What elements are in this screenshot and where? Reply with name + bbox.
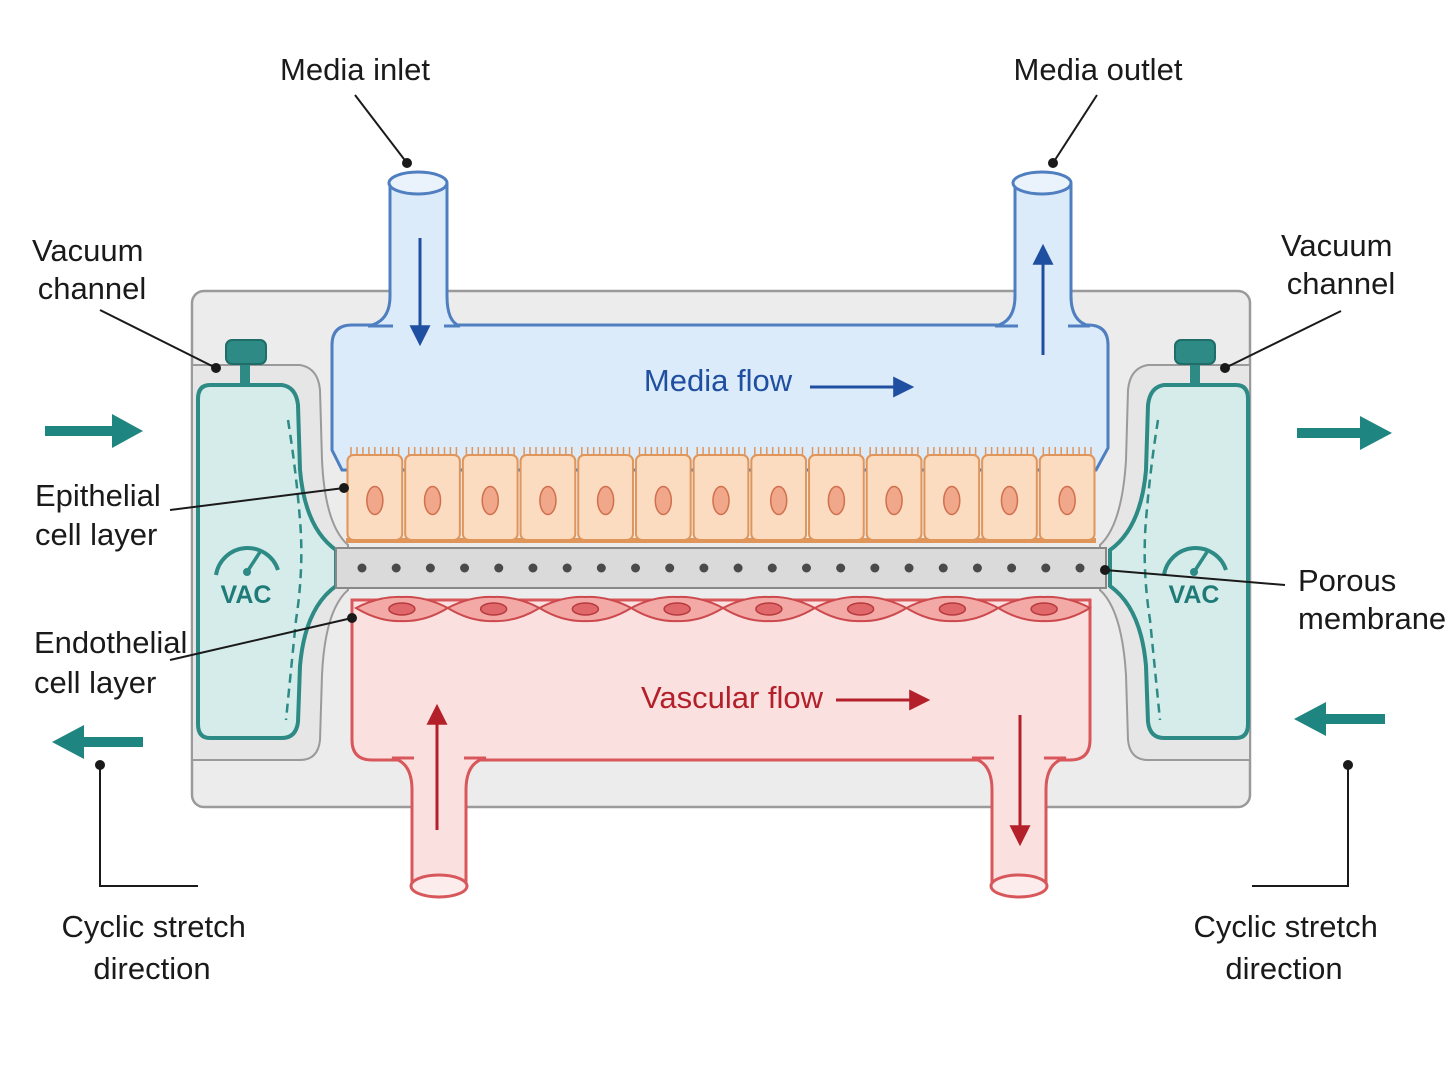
membrane-pore — [528, 563, 538, 573]
epithelial-cell — [923, 447, 981, 541]
vacuum-channel-right-label: Vacuum channel — [1281, 228, 1401, 301]
left-vacuum-port-icon — [225, 339, 267, 365]
epithelial-cell — [461, 447, 519, 541]
endothelial-cell — [720, 595, 817, 623]
membrane-pore — [870, 563, 880, 573]
media-outlet-label: Media outlet — [1014, 52, 1183, 87]
right-vacuum-port-icon — [1174, 339, 1216, 365]
epithelial-cell — [346, 447, 404, 541]
vacuum-channel-left-label: Vacuum channel — [32, 233, 152, 306]
epithelial-cell — [1038, 447, 1096, 541]
stretch-arrow-top-left — [45, 414, 143, 448]
media-outlet-opening — [1011, 170, 1073, 196]
membrane-pore — [357, 563, 367, 573]
left-vacuum-gauge-icon — [214, 546, 280, 576]
media-inlet-tube — [367, 183, 461, 328]
membrane-pore — [460, 563, 470, 573]
stretch-arrow-bottom-left — [52, 725, 143, 759]
epithelial-cell — [519, 447, 577, 541]
right-chamber-wall-dashed — [1143, 419, 1162, 721]
epithelial-cell — [808, 447, 865, 541]
left-vacuum-chamber — [196, 383, 338, 740]
right-vacuum-neck — [1190, 360, 1200, 387]
membrane-pore — [733, 563, 743, 573]
endothelial-cell-layer — [353, 595, 1093, 623]
membrane-pore — [665, 563, 675, 573]
left-vacuum-neck — [240, 360, 250, 387]
right-vacuum-chamber — [1108, 383, 1250, 740]
stretch-arrow-bottom-right — [1294, 702, 1385, 736]
media-inlet-opening — [387, 170, 449, 196]
endothelial-layer-label: Endothelial cell layer — [34, 625, 196, 700]
membrane-pore — [425, 563, 435, 573]
epithelial-cell — [692, 447, 750, 541]
epithelial-cell — [750, 447, 808, 541]
vascular-inlet-opening — [409, 873, 469, 899]
left-chamber-wall-dashed — [284, 419, 303, 721]
membrane-pore — [1041, 563, 1051, 573]
epithelial-cell — [865, 447, 923, 541]
membrane-pore — [699, 563, 709, 573]
left-vac-label: VAC — [221, 581, 272, 609]
membrane-pore — [972, 563, 982, 573]
vascular-flow-label: Vascular flow — [641, 680, 824, 715]
cyclic-stretch-left-label: Cyclic stretch direction — [62, 909, 255, 986]
porous-membrane-label: Porous membrane — [1298, 563, 1446, 636]
endothelial-cell — [445, 595, 542, 623]
membrane-pore — [836, 563, 846, 573]
vascular-outlet-opening — [989, 873, 1049, 899]
membrane-pore — [494, 563, 504, 573]
leader-lines — [95, 94, 1353, 887]
membrane-pore — [562, 563, 572, 573]
membrane-pore — [631, 563, 641, 573]
epithelial-cell — [634, 447, 692, 541]
epithelial-cell — [981, 447, 1038, 541]
media-inlet-label: Media inlet — [280, 52, 430, 87]
membrane-pore — [904, 563, 914, 573]
endothelial-cell — [904, 595, 1001, 623]
membrane-pore — [1007, 563, 1017, 573]
stretch-arrow-top-right — [1297, 416, 1392, 450]
right-vac-label: VAC — [1169, 581, 1220, 609]
media-channel — [330, 323, 1110, 472]
membrane-pore — [1075, 563, 1085, 573]
membrane-pore — [801, 563, 811, 573]
membrane-pore — [938, 563, 948, 573]
media-flow-label: Media flow — [644, 363, 793, 398]
membrane-pore — [596, 563, 606, 573]
porous-membrane — [335, 547, 1107, 589]
endothelial-cell — [996, 595, 1093, 623]
epithelial-cell — [577, 447, 634, 541]
epithelial-cell — [404, 447, 461, 541]
membrane-pore — [391, 563, 401, 573]
right-vacuum-gauge-icon — [1162, 546, 1228, 576]
membrane-pores — [357, 563, 1085, 573]
vascular-channel — [350, 598, 1092, 762]
epithelial-layer-label: Epithelial cell layer — [35, 478, 169, 552]
membrane-pore — [767, 563, 777, 573]
cyclic-stretch-right-label: Cyclic stretch direction — [1194, 909, 1387, 986]
epithelial-cell-layer — [346, 447, 1096, 543]
endothelial-cell — [812, 595, 909, 623]
